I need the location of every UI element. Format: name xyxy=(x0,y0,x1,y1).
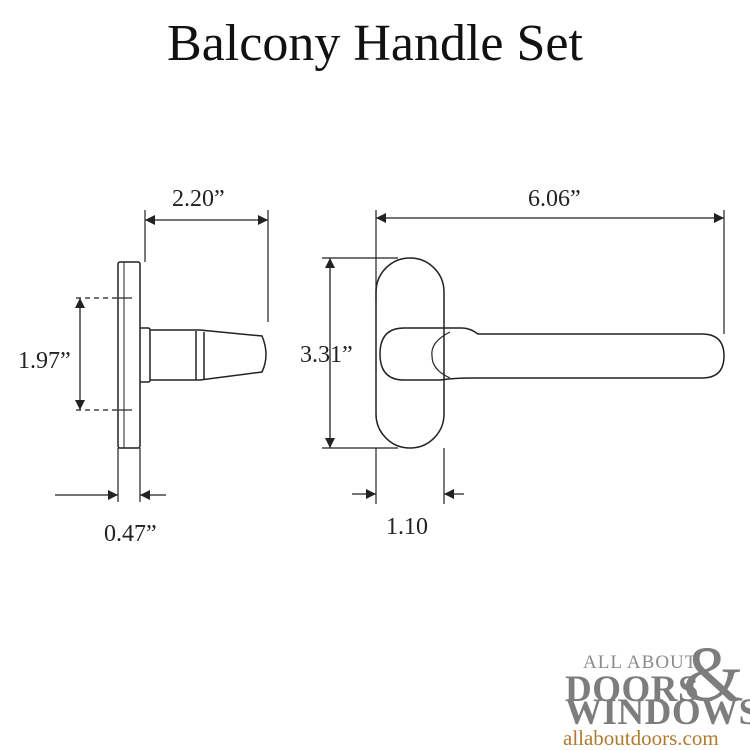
front-width-label: 1.10 xyxy=(386,514,428,540)
front-view xyxy=(322,210,725,504)
front-height-label: 3.31” xyxy=(300,342,353,368)
side-width-label: 2.20” xyxy=(172,186,225,212)
logo-windows: WINDOWS xyxy=(565,692,750,733)
logo-url: allaboutdoors.com xyxy=(563,726,719,750)
side-depth-label: 0.47” xyxy=(104,521,157,547)
logo-ampersand: & xyxy=(683,630,744,717)
page-title: Balcony Handle Set xyxy=(167,15,583,72)
side-handle-body xyxy=(150,329,267,381)
logo-doors: DOORS xyxy=(565,669,699,710)
front-rosette-plate xyxy=(375,257,445,449)
front-length-label: 6.06” xyxy=(528,186,581,212)
side-handle-neck xyxy=(140,327,151,383)
side-view xyxy=(55,210,269,502)
side-backplate xyxy=(117,261,141,449)
side-height-label: 1.97” xyxy=(18,348,71,374)
logo-top-line: ALL ABOUT xyxy=(583,652,697,673)
front-lever-handle xyxy=(379,327,725,381)
brand-logo: ALL ABOUT DOORS & WINDOWS allaboutdoors.… xyxy=(563,630,750,750)
